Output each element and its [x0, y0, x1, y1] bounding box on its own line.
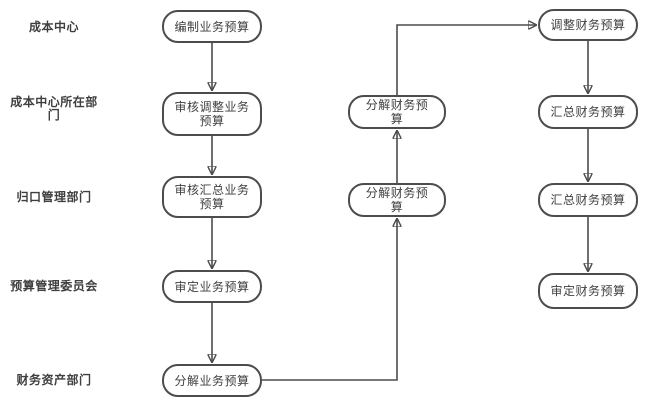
node-review-adjust-business-budget: 审核调整业务预算: [162, 92, 262, 136]
lane-label-cost-center: 成本中心: [28, 20, 79, 34]
node-summarize-financial-budget-lower: 汇总财务预算: [538, 183, 638, 217]
node-review-summarize-business-budget: 审核汇总业务预算: [162, 176, 262, 218]
connector-decompose-business-to-decompose-financial-lower: [262, 219, 397, 381]
lane-label-cost-center-department: 成本中心所在部门: [10, 95, 98, 122]
node-approve-financial-budget: 审定财务预算: [538, 273, 638, 309]
node-adjust-financial-budget: 调整财务预算: [538, 9, 638, 41]
lane-label-budget-management-committee: 预算管理委员会: [10, 279, 98, 293]
lane-label-finance-asset-department: 财务资产部门: [16, 373, 92, 387]
node-approve-business-budget: 审定业务预算: [162, 270, 262, 303]
node-decompose-business-budget: 分解业务预算: [162, 364, 262, 397]
node-decompose-financial-budget-lower: 分解财务预算: [348, 183, 446, 217]
node-summarize-financial-budget-upper: 汇总财务预算: [538, 95, 638, 129]
node-compile-business-budget: 编制业务预算: [162, 10, 262, 43]
connector-decompose-financial-upper-to-adjust-financial: [396, 25, 536, 95]
node-decompose-financial-budget-upper: 分解财务预算: [348, 95, 446, 129]
lane-label-centralized-management-department: 归口管理部门: [16, 190, 92, 204]
